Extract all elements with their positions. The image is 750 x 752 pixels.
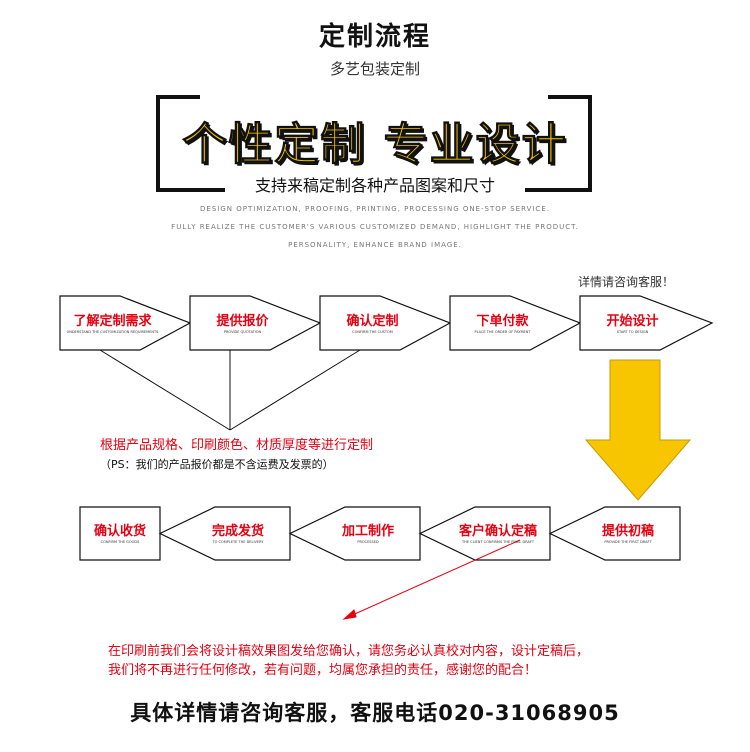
step-label: 下单付款 (476, 314, 529, 329)
step-caption: CONFIRM THE GOODS (100, 540, 140, 544)
step-caption: PROCESSED (357, 540, 379, 544)
print-note-2: 我们将不再进行任何修改，若有问题，均属您承担的责任，感谢您的配合！ (108, 663, 538, 678)
step-label: 提供初稿 (601, 524, 654, 539)
english-line-3: PERSONALITY, ENHANCE BRAND IMAGE. (288, 241, 462, 249)
step-label: 了解定制需求 (73, 314, 152, 329)
ps-note: （PS：我们的产品报价都是不含运费及发票的） (100, 458, 334, 471)
step-caption: CONFIRM THE CUSTOM (352, 330, 393, 334)
step-shape (189, 295, 322, 351)
print-note-1: 在印刷前我们会将设计稿效果图发给您确认，请您务必认真校对内容，设计定稿后， (108, 644, 590, 659)
step-label: 提供报价 (216, 314, 269, 329)
step-label: 确认定制 (346, 314, 399, 329)
step-caption: START TO DESIGN (616, 330, 649, 334)
step-shape (449, 295, 582, 351)
yellow-down-arrow (584, 359, 692, 501)
step-caption: PROVIDE QUOTATION (223, 330, 262, 334)
step-label: 开始设计 (606, 314, 659, 329)
step-label: 加工制作 (341, 524, 394, 539)
consult-note: 详情请咨询客服！ (578, 275, 675, 289)
step-label: 确认收货 (93, 524, 146, 539)
step-caption: PROVIDE THE FIRST DRAFT (604, 540, 652, 544)
step-caption: UNDERSTAND THE CUSTOMIZATION REQUIREMENT… (66, 330, 159, 334)
footer-contact: 具体详情请咨询客服，客服电话020-31068905 (130, 701, 620, 725)
step-shape (59, 295, 192, 351)
english-line-1: DESIGN OPTIMIZATION, PROOFING, PRINTING,… (200, 205, 550, 213)
connector-lines (99, 349, 361, 431)
page-title: 定制流程 (318, 22, 431, 52)
step-label: 客户确认定稿 (458, 524, 537, 539)
step-shape (579, 295, 714, 351)
title-frame (156, 95, 592, 192)
slogan: 个性定制 专业设计 (182, 119, 568, 171)
step-shape (79, 506, 161, 561)
step-caption: TO COMPLETE THE DELIVERY (212, 540, 264, 544)
english-line-2: FULLY REALIZE THE CUSTOMER'S VARIOUS CUS… (171, 223, 579, 231)
step-shape (319, 295, 452, 351)
step-caption: PLACE THE ORDER OF PAYMENT (474, 330, 531, 334)
red-arrow (342, 539, 521, 620)
page-subtitle: 多艺包装定制 (329, 60, 420, 78)
tagline: 支持来稿定制各种产品图案和尺寸 (254, 176, 495, 195)
step-label: 完成发货 (211, 524, 264, 539)
step-shape (548, 506, 681, 561)
step-caption: THE CLIENT CONFIRMS THE FINAL DRAFT (462, 540, 534, 544)
custom-note: 根据产品规格、印刷颜色、材质厚度等进行定制 (100, 438, 374, 453)
